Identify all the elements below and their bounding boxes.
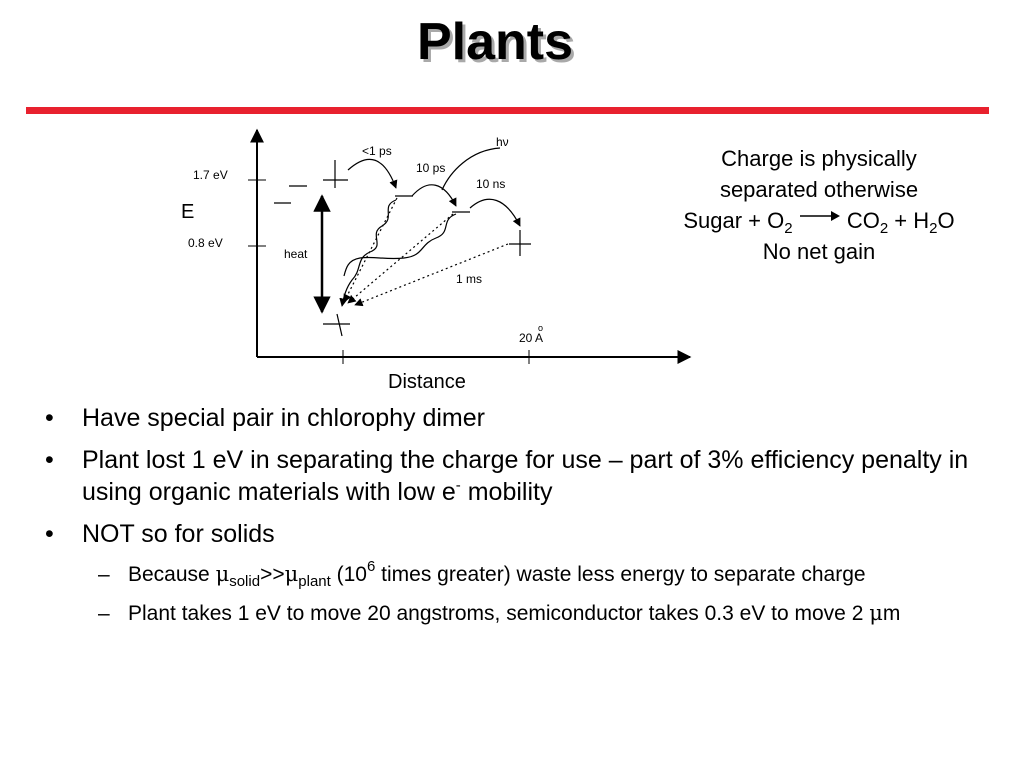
level-label-high: 1.7 eV xyxy=(193,168,228,182)
sub-bullet-text: (10 xyxy=(330,563,367,586)
bullet-item: • Have special pair in chlorophy dimer xyxy=(42,402,1002,434)
sub-bullet-item: – Because μsolid>>μplant (106 times grea… xyxy=(42,558,1002,590)
energy-axis-label: E xyxy=(181,201,194,223)
bullet-item: • Plant lost 1 eV in separating the char… xyxy=(42,444,1002,508)
unit-text: m xyxy=(882,602,901,625)
bullet-text: NOT so for solids xyxy=(82,520,275,548)
note-line-4: No net gain xyxy=(762,239,876,264)
sub-bullet-marker: – xyxy=(98,602,110,625)
subscript: plant xyxy=(298,573,331,590)
subscript: 2 xyxy=(879,220,889,237)
note-line-1: Charge is physically xyxy=(721,146,917,171)
energy-levels xyxy=(274,160,531,337)
bullet-list: • Have special pair in chlorophy dimer •… xyxy=(42,402,1002,638)
distance-label: 20 A xyxy=(519,331,543,345)
angstrom-ring: o xyxy=(538,323,543,333)
reaction-arrow-icon xyxy=(799,211,840,221)
dotted-arrows xyxy=(343,197,509,307)
bullet-text: Have special pair in chlorophy dimer xyxy=(82,404,485,432)
mu-symbol: μ xyxy=(284,562,299,586)
level-label-low: 0.8 eV xyxy=(188,236,223,250)
product-o: O xyxy=(937,208,955,233)
greater-than: >> xyxy=(260,563,285,586)
subscript: 2 xyxy=(929,220,938,237)
energy-diagram: 1.7 eV 0.8 eV E Distance heat <1 ps 10 p… xyxy=(181,128,692,393)
time-label-3: 10 ns xyxy=(476,177,505,191)
sub-bullet-text: Because xyxy=(128,563,216,586)
sub-bullet-marker: – xyxy=(98,563,110,586)
bullet-marker: • xyxy=(45,520,54,548)
bullet-marker: • xyxy=(45,404,54,432)
heat-label: heat xyxy=(284,247,308,261)
subscript: 2 xyxy=(784,220,793,237)
photon-label: hν xyxy=(496,135,509,149)
reactant-text: Sugar + O xyxy=(683,208,785,233)
bullet-marker: • xyxy=(45,446,54,474)
sub-bullet-text: times greater) waste less energy to sepa… xyxy=(375,563,866,586)
slide-title: Plants xyxy=(416,13,574,71)
product-h: + H xyxy=(888,208,930,233)
distance-axis-label: Distance xyxy=(388,371,466,393)
title-divider xyxy=(26,107,989,114)
note-line-2: separated otherwise xyxy=(719,177,919,202)
sub-bullet-item: – Plant takes 1 eV to move 20 angstroms,… xyxy=(42,599,1002,628)
bullet-text-end: mobility xyxy=(460,478,553,506)
time-label-1: <1 ps xyxy=(362,144,392,158)
mu-symbol: μ xyxy=(869,601,883,625)
superscript: - xyxy=(455,477,461,494)
superscript: 6 xyxy=(366,558,376,575)
mu-symbol: μ xyxy=(215,562,230,586)
sub-bullet-text: Plant takes 1 eV to move 20 angstroms, s… xyxy=(128,602,870,625)
recombination-waves xyxy=(339,199,457,307)
time-label-2: 10 ps xyxy=(416,161,445,175)
bullet-text: Plant lost 1 eV in separating the charge… xyxy=(82,446,969,506)
product-co: CO xyxy=(846,208,880,233)
bullet-item: • NOT so for solids xyxy=(42,518,1002,550)
transfer-curves xyxy=(347,147,521,227)
time-label-4: 1 ms xyxy=(456,272,482,286)
subscript: solid xyxy=(229,573,261,590)
reaction-equation: Sugar + O2 CO2 + H2O xyxy=(658,205,980,236)
